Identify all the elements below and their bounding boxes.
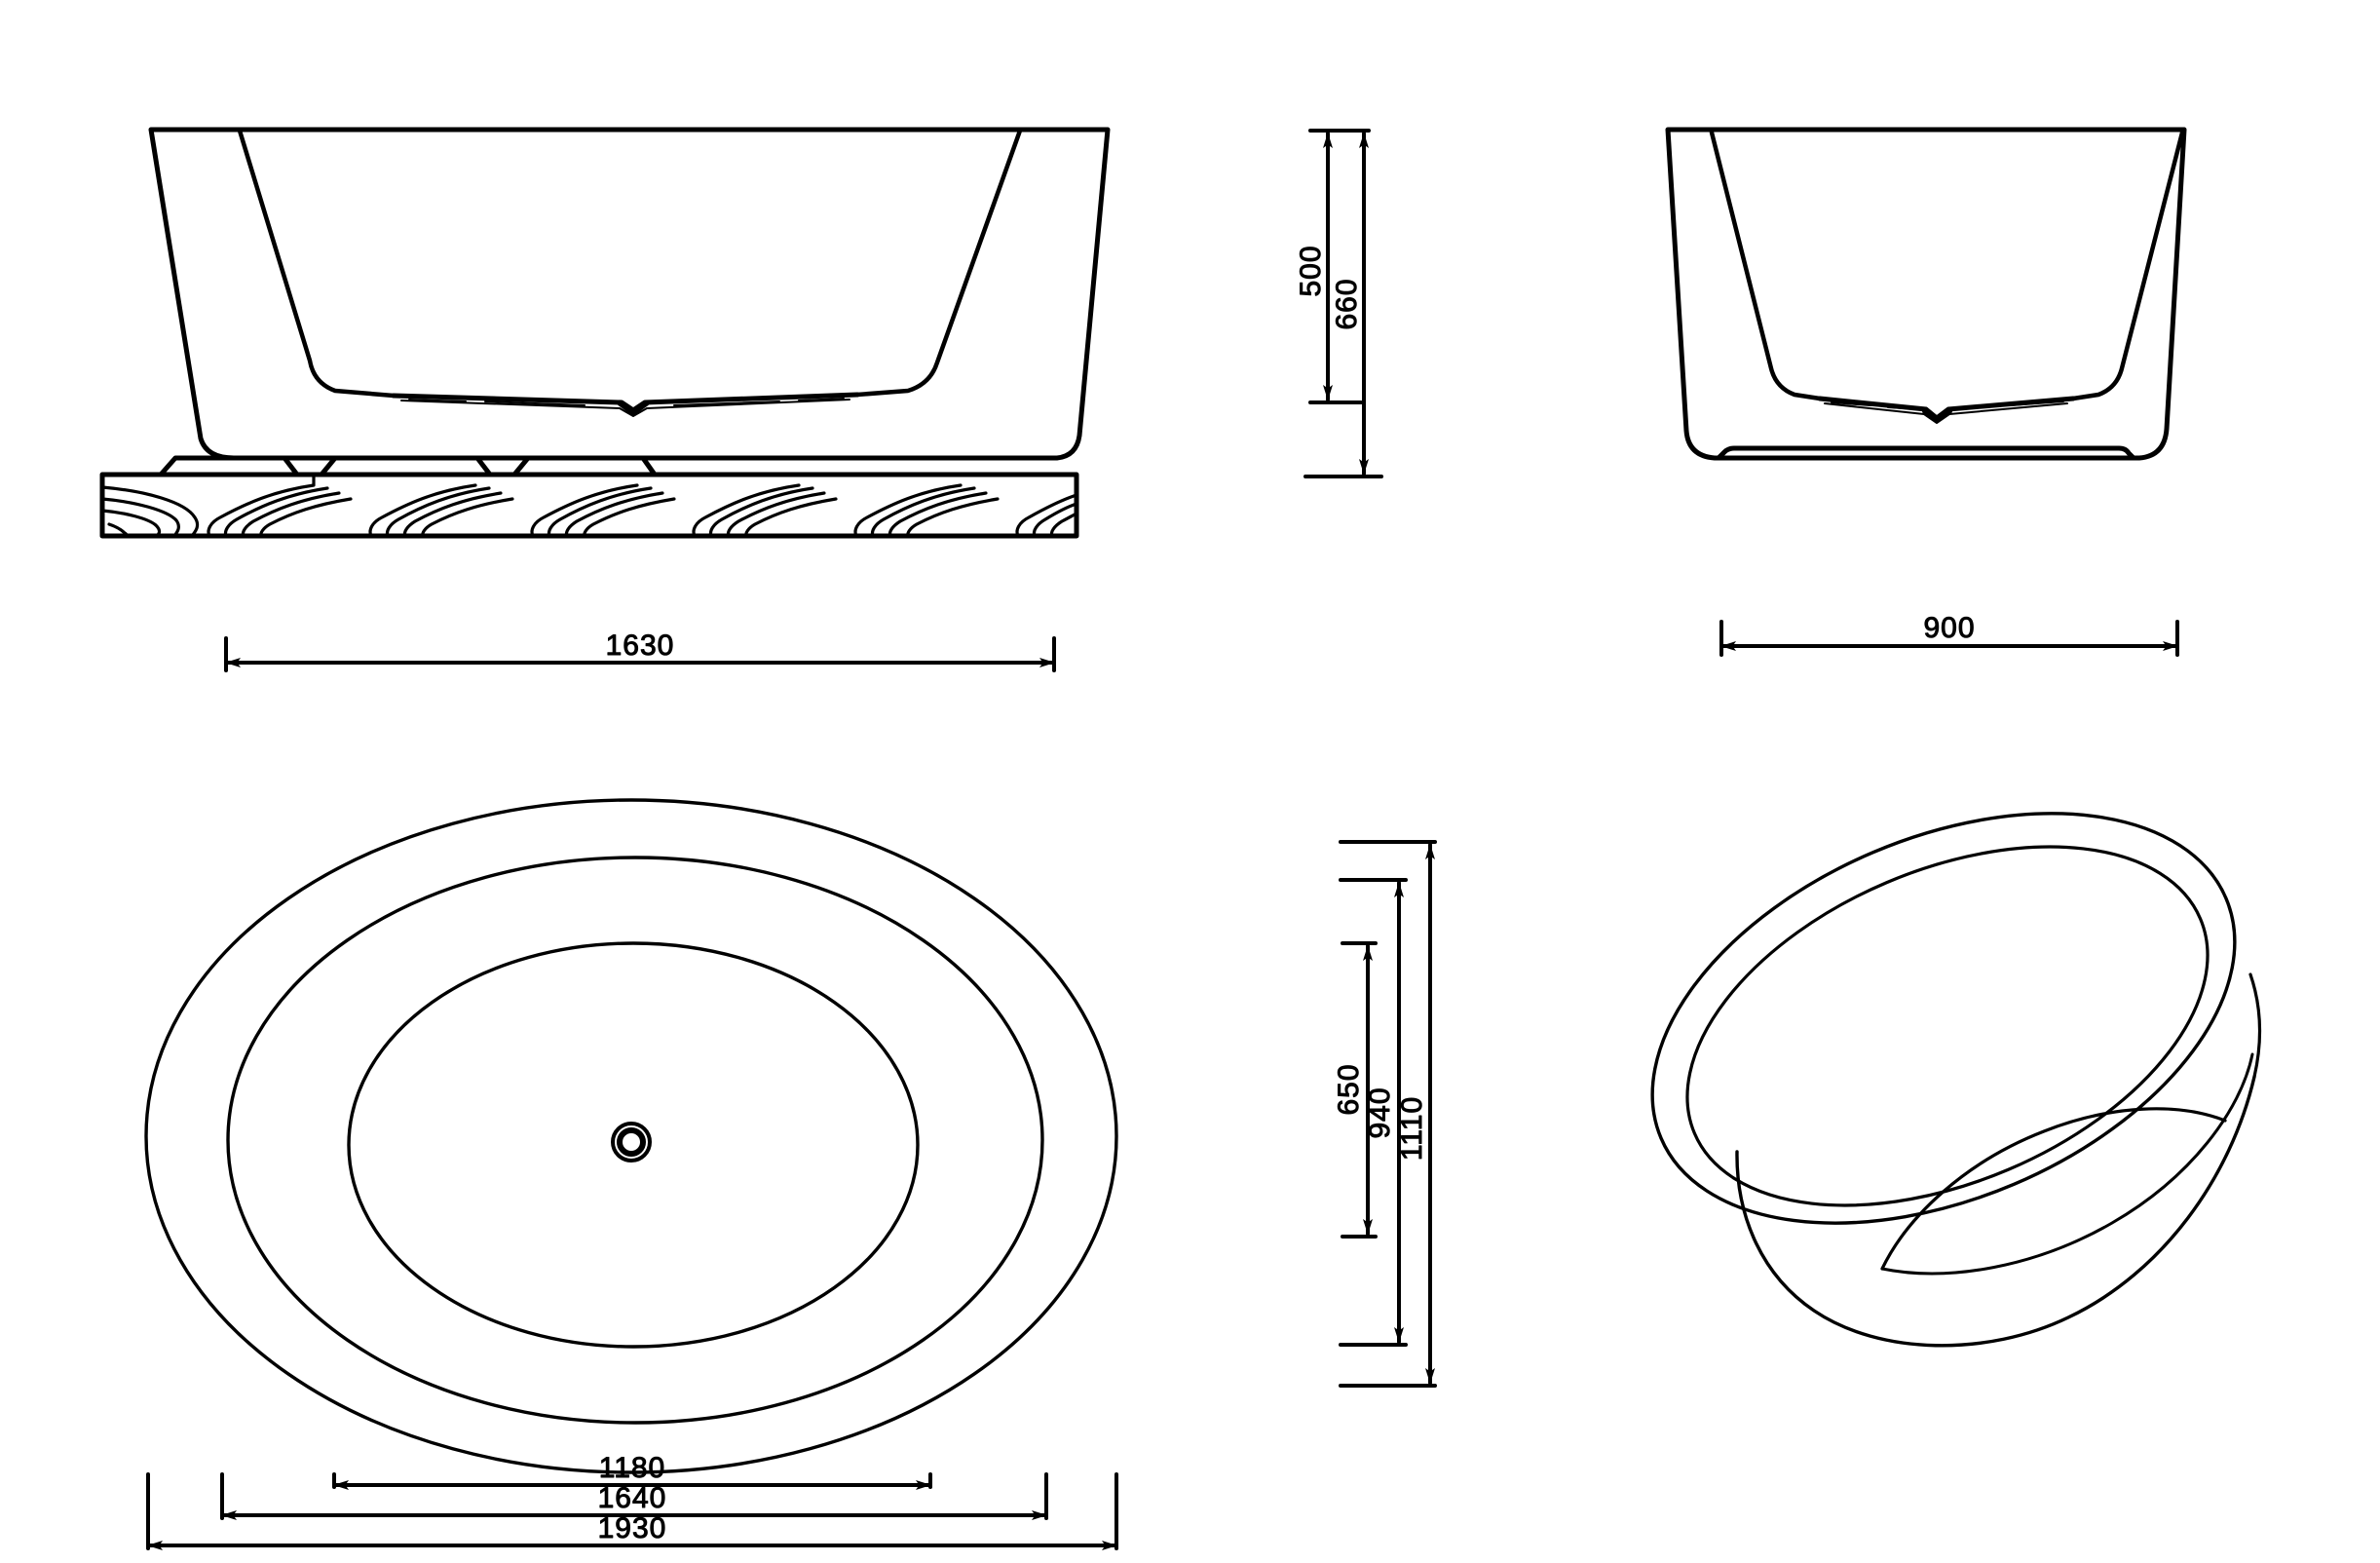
plan-outer-rim-ellipse: [144, 798, 1118, 1474]
side-basin-slot-left: [1831, 401, 1871, 406]
front-basin-slot-right-b: [798, 398, 845, 401]
dimension-height-stack: 500 660: [1295, 129, 1383, 478]
dim-label-940: 940: [1364, 1086, 1396, 1138]
front-tub-inner-wall-left: [237, 128, 397, 399]
dimension-plan-stack: 1180 1640 1930: [146, 1452, 1118, 1550]
side-plinth-recess: [1716, 445, 2136, 461]
front-foot-segment-2: [319, 455, 493, 477]
side-basin-slot-left-b: [1887, 406, 1920, 410]
dim-label-1180: 1180: [599, 1452, 666, 1484]
front-foot-segment-1: [158, 455, 300, 477]
isometric-view: [1650, 812, 2262, 1348]
plan-view: [144, 798, 1118, 1474]
front-foot-segment-3: [511, 455, 658, 477]
dimension-width-900: 900: [1719, 612, 2179, 657]
side-elevation-view: [1665, 127, 2187, 461]
front-tub-inner-wall-right: [854, 128, 1023, 398]
front-basin-slot-right-a: [673, 400, 780, 406]
plan-basin-ellipse: [347, 941, 920, 1349]
iso-interior-rear-sweep: [1880, 1052, 2254, 1276]
iso-outer-rim: [1650, 812, 2237, 1225]
iso-body-outer-silhouette: [1735, 1075, 2256, 1348]
front-basin-floor-secondary: [400, 399, 850, 417]
dimension-depth-stack: 650 940 1110: [1333, 840, 1437, 1388]
dim-label-1110: 1110: [1396, 1096, 1428, 1161]
drain-inner-circle: [617, 1127, 646, 1157]
front-basin-slot-left-a: [408, 399, 467, 402]
dim-label-900: 900: [1923, 612, 1975, 644]
iso-inner-rim: [1685, 845, 2210, 1207]
dim-label-660: 660: [1331, 278, 1363, 329]
plan-inner-rim-ellipse: [226, 856, 1044, 1425]
side-basin-floor-secondary: [1824, 402, 2068, 424]
dim-label-1630: 1630: [606, 629, 675, 662]
front-elevation-view: [148, 127, 1111, 477]
front-basin-slot-left-b: [484, 400, 586, 406]
side-basin-slot-right: [1955, 405, 1994, 410]
side-tub-outer-profile: [1665, 127, 2187, 461]
wood-grain-hatch: [100, 473, 1078, 538]
front-tub-outer-profile: [148, 127, 1111, 461]
dim-label-1640: 1640: [598, 1482, 667, 1514]
side-tub-inner-wall-left: [1709, 130, 1823, 401]
drain-outer-circle: [611, 1122, 652, 1163]
dim-label-650: 650: [1333, 1063, 1365, 1115]
side-drain-notch: [1922, 408, 1952, 423]
side-basin-slot-right-b: [2010, 400, 2064, 406]
iso-body-right-flank: [2248, 972, 2262, 1079]
dim-label-500: 500: [1295, 245, 1327, 296]
dimension-width-1630: 1630: [224, 629, 1056, 672]
iso-basin-interior-curve: [1880, 1107, 2227, 1271]
side-tub-inner-wall-right: [2070, 130, 2185, 401]
dim-label-1930: 1930: [598, 1512, 667, 1544]
front-drain-notch: [617, 400, 650, 416]
wood-floor-slab: [99, 472, 1079, 539]
